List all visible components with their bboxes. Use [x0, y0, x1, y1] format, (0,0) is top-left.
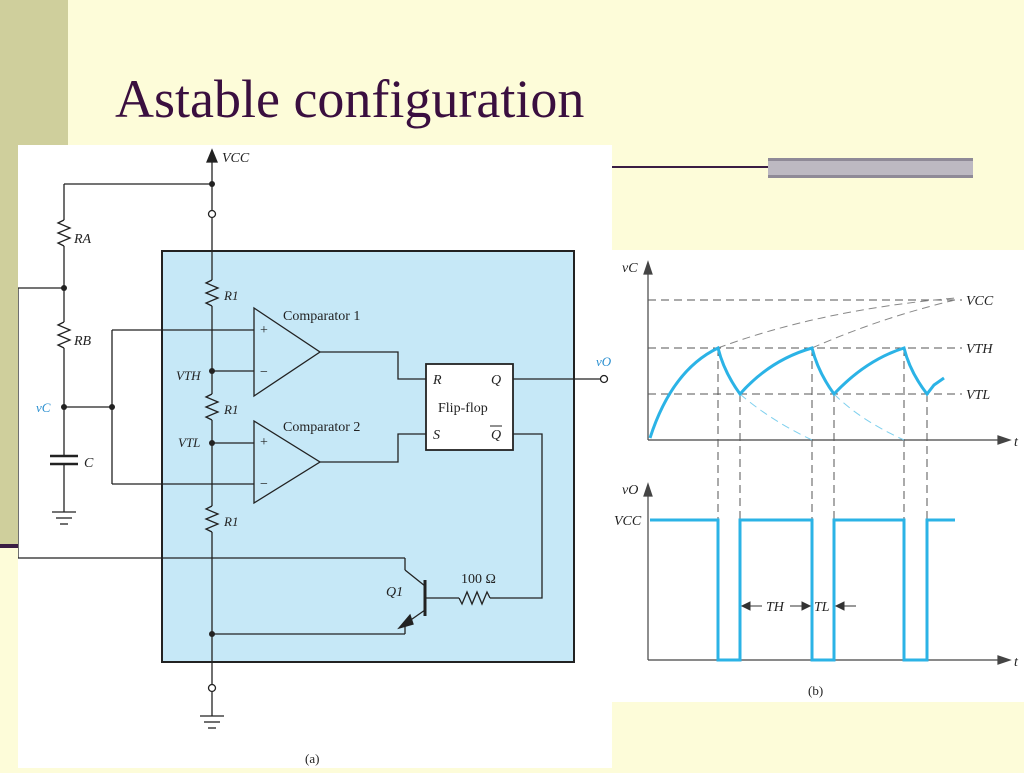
caption-b: (b) [808, 683, 823, 698]
comp1-minus: − [260, 365, 268, 380]
tl-arrow-icon [834, 601, 845, 611]
circuit-panel: VCC RA RB vC C R1 R1 R1 VTH VTL Comparat… [17, 145, 612, 768]
slide-rule-left [0, 544, 18, 548]
vtl-label: VTL [178, 435, 200, 450]
waveform-diagram: vC vO t t VCC VTH VTL VCC TH TL (b) [614, 260, 1019, 698]
slide-title: Astable configuration [115, 69, 585, 129]
q1-emitter-arrow-icon [397, 613, 414, 630]
rb-resistor [56, 321, 72, 349]
comp1-plus: + [260, 323, 268, 338]
vc-waveform [648, 345, 945, 439]
t-label-bottom: t [1014, 655, 1019, 670]
r1-mid-label: R1 [223, 402, 238, 417]
c-label: C [84, 456, 94, 471]
flip-flop-label: Flip-flop [438, 401, 488, 416]
vo-axis-arrow-icon [643, 482, 653, 497]
r1-mid-resistor [204, 393, 220, 421]
vcc-out-label: VCC [614, 514, 642, 529]
base-resistor [458, 590, 491, 606]
flip-flop-box [425, 363, 514, 451]
th-right-arrow-icon [801, 601, 812, 611]
ff-q-label: Q [491, 373, 501, 388]
th-left-arrow-icon [740, 601, 751, 611]
comparator-2 [253, 419, 322, 505]
comparator-1-label: Comparator 1 [283, 309, 360, 324]
title-underline [612, 166, 772, 168]
r1-top-label: R1 [223, 288, 238, 303]
caption-a: (a) [305, 751, 319, 766]
tl-label: TL [814, 600, 830, 615]
th-label: TH [766, 600, 785, 615]
comparator-2-label: Comparator 2 [283, 420, 360, 435]
vc-axis-arrow-icon [643, 260, 653, 275]
vo-label: vO [596, 354, 612, 369]
vc-axis-label: vC [622, 261, 638, 276]
vcc-arrow-icon [206, 148, 218, 163]
resistor-100-label: 100 Ω [461, 572, 496, 587]
vo-axis-label: vO [622, 483, 638, 498]
ra-label: RA [73, 232, 92, 247]
ff-r-label: R [432, 373, 442, 388]
vtl-level-label: VTL [966, 388, 990, 403]
r1-bottom-label: R1 [223, 514, 238, 529]
circuit-diagram: VCC RA RB vC C R1 R1 R1 VTH VTL Comparat… [17, 148, 612, 766]
vcc-label: VCC [222, 151, 250, 166]
comp2-minus: − [260, 477, 268, 492]
t-label-top: t [1014, 435, 1019, 450]
ff-qbar-label: Q [491, 428, 501, 443]
vth-level-label: VTH [966, 342, 993, 357]
vcc-level-label: VCC [966, 294, 994, 309]
ic-box [161, 250, 575, 663]
r1-top-resistor [204, 279, 220, 307]
t2-axis-arrow-icon [997, 655, 1012, 665]
vc-label: vC [36, 400, 51, 415]
r1-bottom-resistor [204, 505, 220, 533]
waveform-panel: vC vO t t VCC VTH VTL VCC TH TL (b) [612, 250, 1024, 702]
rb-label: RB [73, 334, 92, 349]
ff-s-label: S [433, 428, 440, 443]
title-accent-bar [768, 158, 973, 178]
comp2-plus: + [260, 435, 268, 450]
comparator-1 [253, 306, 322, 398]
t-axis-arrow-icon [997, 435, 1012, 445]
vth-label: VTH [176, 368, 201, 383]
vo-waveform [650, 518, 955, 662]
q1-label: Q1 [386, 585, 403, 600]
ra-resistor [56, 219, 72, 247]
